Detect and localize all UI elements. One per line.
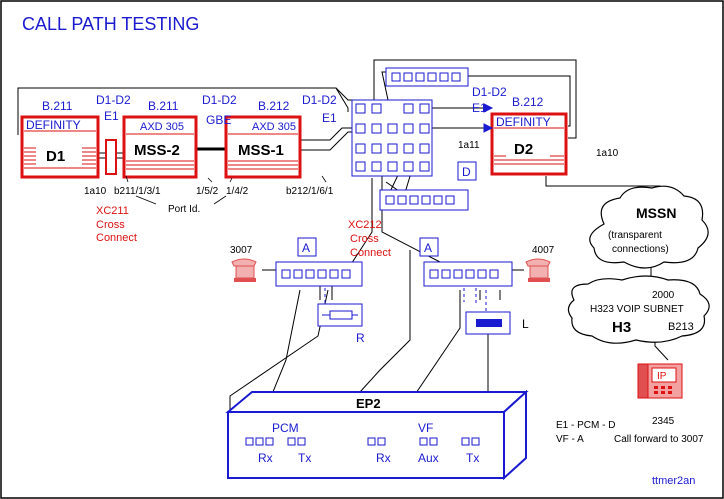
ip-phone: IP 2345 bbox=[637, 363, 683, 427]
mss1-name: MSS-1 bbox=[238, 142, 284, 159]
port-id-pointers bbox=[125, 175, 327, 205]
link-d1d2-a: D1-D2 bbox=[96, 93, 131, 107]
port-152: 1/5/2 bbox=[196, 186, 219, 197]
inductor-label: L bbox=[522, 317, 529, 331]
switch-grid-block bbox=[351, 99, 433, 177]
port-1a11: 1a11 bbox=[458, 140, 480, 151]
ep2-vf-label: VF bbox=[418, 421, 433, 435]
link-d1d2-d: D1-D2 bbox=[472, 85, 507, 99]
mss2-model: AXD 305 bbox=[140, 121, 184, 133]
dashed-connectors bbox=[324, 288, 487, 312]
resistor-label: R bbox=[356, 331, 365, 345]
h3-subnet: H323 VOIP SUBNET bbox=[590, 304, 684, 315]
link-d1d2-c: D1-D2 bbox=[302, 93, 337, 107]
link-d1d2-b: D1-D2 bbox=[202, 93, 237, 107]
switch-mss2: B.211 AXD 305 MSS-2 bbox=[122, 99, 198, 179]
ep2-name: EP2 bbox=[356, 396, 381, 411]
d1-name: D1 bbox=[46, 148, 65, 165]
xc212-line-3: Connect bbox=[350, 247, 391, 259]
phone-left-ext: 3007 bbox=[230, 245, 253, 256]
port-b211: b211/1/3/1 bbox=[114, 186, 161, 197]
d1-brand: DEFINITY bbox=[26, 118, 81, 132]
d2-brand: DEFINITY bbox=[496, 115, 551, 129]
inductor-l: L bbox=[465, 311, 529, 335]
link-e1-c: E1 bbox=[322, 111, 337, 125]
d2-name: D2 bbox=[514, 141, 533, 158]
phone-left: 3007 bbox=[230, 245, 257, 282]
link-gbe: GBE bbox=[206, 113, 231, 127]
mssn-note-2: connections) bbox=[612, 244, 669, 255]
link-labels: D1-D2 E1 D1-D2 GBE D1-D2 E1 D1-D2 E1 bbox=[96, 85, 507, 127]
mss2-name: MSS-2 bbox=[134, 142, 180, 159]
xc211-jack bbox=[105, 139, 117, 175]
switch-d2: B.212 DEFINITY D2 bbox=[490, 95, 568, 176]
port-id-label: Port Id. bbox=[168, 204, 200, 215]
xc211-line-1: XC211 bbox=[96, 205, 129, 217]
mssn-name: MSSN bbox=[636, 205, 676, 221]
page-title: CALL PATH TESTING bbox=[22, 14, 199, 34]
xc211-label-rest: Cross Connect bbox=[96, 219, 137, 244]
top-patch-strip bbox=[385, 67, 469, 87]
xc212-line-2: Cross bbox=[350, 233, 379, 245]
legend-line-1: E1 - PCM - D bbox=[556, 420, 615, 431]
h3-number: 2000 bbox=[652, 290, 675, 301]
d1-building: B.211 bbox=[42, 99, 73, 113]
resistor-r: R bbox=[317, 303, 365, 345]
panel-a-left-label: A bbox=[302, 241, 310, 255]
h3-building: B213 bbox=[668, 321, 694, 333]
ep2-port-rx-vf: Rx bbox=[376, 451, 391, 465]
panel-a-right: A bbox=[419, 237, 513, 287]
mss1-building: B.212 bbox=[258, 99, 290, 113]
legend: E1 - PCM - D VF - A Call forward to 3007 bbox=[556, 420, 704, 445]
mssn-cloud: MSSN (transparent connections) bbox=[589, 185, 709, 269]
panel-a-left: A bbox=[275, 237, 363, 287]
legend-line-3: Call forward to 3007 bbox=[614, 434, 704, 445]
port-b212: b212/1/6/1 bbox=[286, 186, 334, 197]
h3-name: H3 bbox=[612, 319, 631, 336]
panel-d: D bbox=[379, 161, 477, 211]
ep2-port-aux: Aux bbox=[418, 451, 439, 465]
legend-line-2: VF - A bbox=[556, 434, 584, 445]
panel-d-label: D bbox=[462, 165, 471, 179]
ep2-pcm-label: PCM bbox=[272, 421, 299, 435]
phone-right: 4007 bbox=[525, 245, 555, 282]
port-1a10-left: 1a10 bbox=[84, 186, 107, 197]
arrows-to-d2 bbox=[483, 103, 494, 133]
xc211-label: XC211 bbox=[96, 205, 129, 217]
phone-right-ext: 4007 bbox=[532, 245, 555, 256]
h3-cloud: 2000 H323 VOIP SUBNET H3 B213 bbox=[567, 275, 710, 344]
ep2-port-tx-vf: Tx bbox=[466, 451, 479, 465]
credit-label: ttmer2an bbox=[652, 475, 695, 487]
ep2-box: EP2 PCM VF Rx Tx Rx Aux Tx bbox=[225, 389, 529, 481]
switch-mss1: B.212 AXD 305 MSS-1 bbox=[224, 99, 302, 179]
d2-building: B.212 bbox=[512, 95, 544, 109]
mss1-model: AXD 305 bbox=[252, 121, 296, 133]
ep2-port-rx-pcm: Rx bbox=[258, 451, 273, 465]
xc211-line-2: Cross bbox=[96, 219, 125, 231]
xc212-line-1: XC212 bbox=[348, 219, 382, 231]
port-142: 1/4/2 bbox=[226, 186, 249, 197]
ip-phone-label: IP bbox=[657, 371, 667, 382]
port-1a10-right: 1a10 bbox=[596, 148, 619, 159]
link-e1-d: E1 bbox=[472, 101, 487, 115]
link-e1-a: E1 bbox=[104, 109, 119, 123]
ep2-port-tx-pcm: Tx bbox=[298, 451, 311, 465]
mssn-note-1: (transparent bbox=[608, 230, 662, 241]
xc211-line-3: Connect bbox=[96, 232, 137, 244]
ip-phone-ext: 2345 bbox=[652, 416, 675, 427]
switch-d1: B.211 DEFINITY D1 bbox=[20, 99, 100, 179]
port-labels: 1a10 b211/1/3/1 1/5/2 1/4/2 b212/1/6/1 P… bbox=[84, 140, 619, 215]
mss2-building: B.211 bbox=[148, 99, 179, 113]
xc212-label: XC212 Cross Connect bbox=[348, 219, 391, 259]
panel-a-right-label: A bbox=[424, 241, 432, 255]
